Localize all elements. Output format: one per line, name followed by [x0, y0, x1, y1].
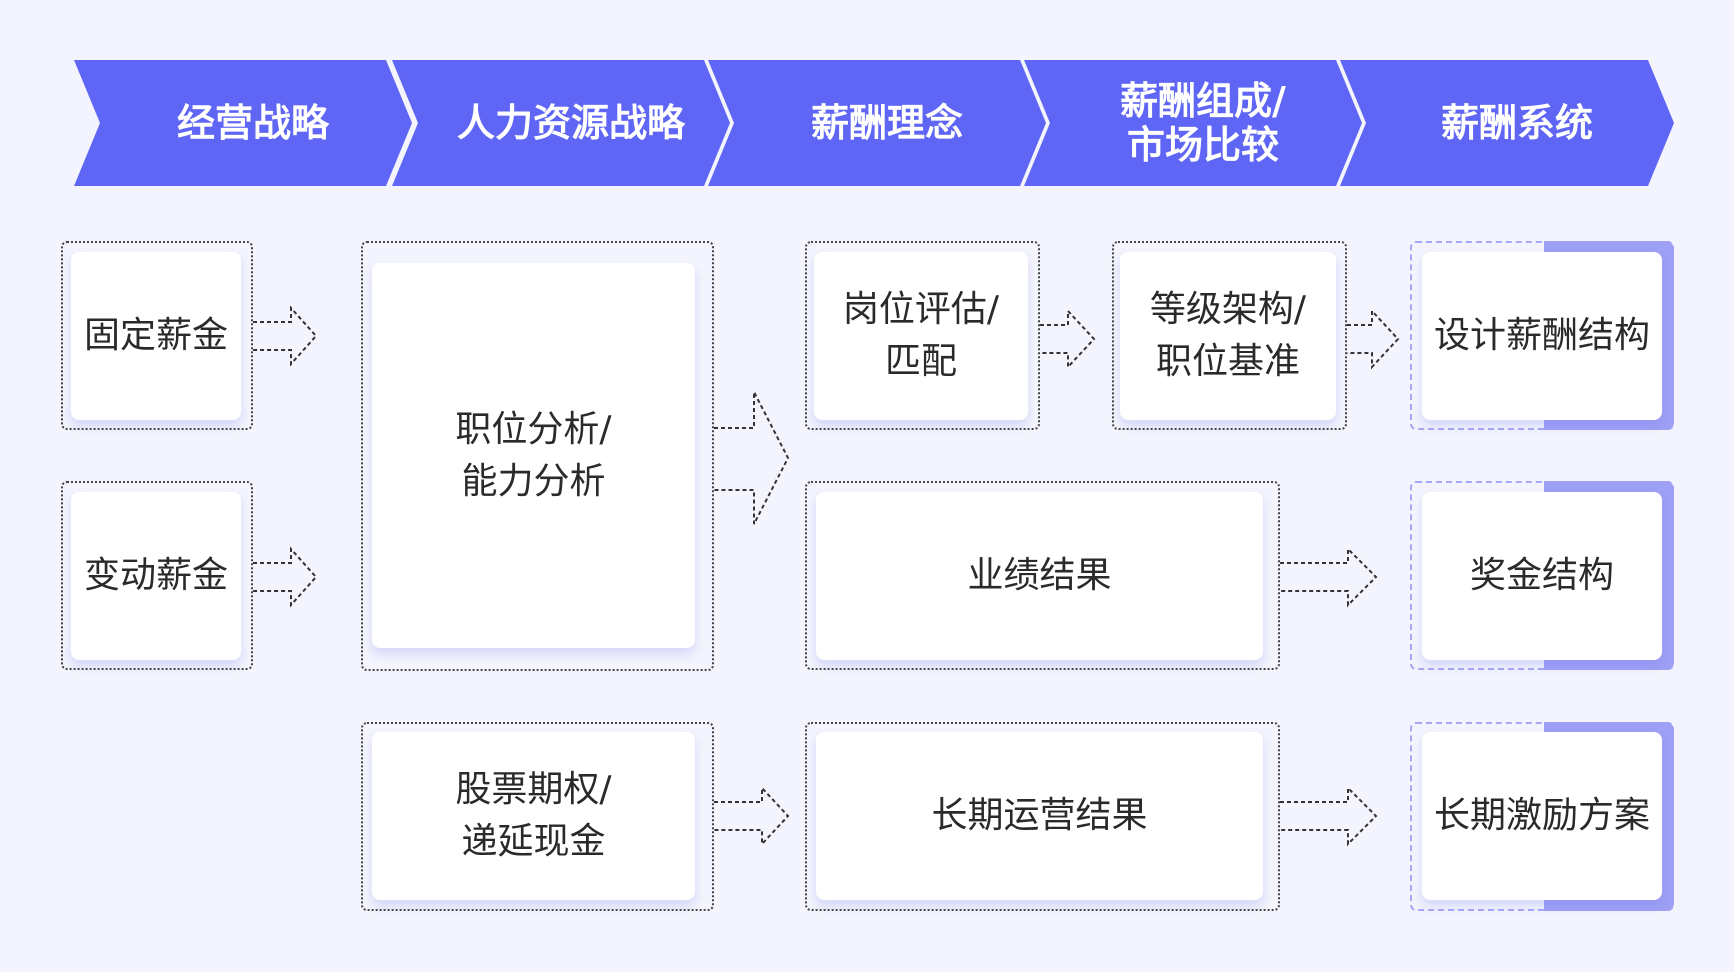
header-step-label: 薪酬理念: [810, 101, 963, 145]
header-step-label: 经营战略: [176, 101, 329, 145]
grade-structure-box: 等级架构/ 职位基准: [1120, 252, 1336, 420]
fixed-pay-box: 固定薪金: [71, 252, 241, 420]
arrow-performance-to-bonus: [1280, 546, 1378, 608]
arrow-stock-to-long-term: [714, 785, 790, 847]
long-term-incentive-label: 长期激励方案: [1433, 795, 1650, 836]
arrow-fixed-to-job-analysis: [253, 305, 318, 367]
arrow-grade-to-pay-structure: [1347, 308, 1400, 370]
performance-result-frame: [805, 481, 1280, 670]
arrow-job-analysis-to-process: [714, 391, 790, 525]
performance-result-box: 业绩结果: [816, 492, 1263, 660]
bonus-structure-label: 奖金结构: [1469, 555, 1614, 596]
variable-pay-box: 变动薪金: [71, 492, 241, 660]
header-step-label: 薪酬系统: [1440, 101, 1593, 145]
arrow-evaluation-to-grade: [1040, 308, 1096, 370]
header-step-label: 人力资源战略: [456, 101, 685, 145]
job-evaluation-box: 岗位评估/ 匹配: [814, 252, 1028, 420]
arrow-variable-to-job-analysis: [253, 546, 318, 608]
long-term-result-frame: [805, 722, 1280, 911]
variable-pay-frame: [61, 481, 253, 670]
long-term-incentive-box: 长期激励方案: [1422, 732, 1662, 900]
stock-options-box: 股票期权/ 递延现金: [372, 732, 695, 900]
performance-result-label: 业绩结果: [967, 555, 1112, 596]
variable-pay-label: 变动薪金: [83, 555, 228, 596]
header-step-pay-mix-market: 薪酬组成/ 市场比较: [1024, 60, 1362, 186]
job-analysis-box: 职位分析/ 能力分析: [372, 263, 695, 648]
pay-structure-label: 设计薪酬结构: [1433, 315, 1650, 356]
job-analysis-label: 职位分析/ 能力分析: [455, 408, 612, 502]
job-evaluation-frame: [805, 241, 1040, 430]
grade-structure-frame: [1112, 241, 1347, 430]
long-term-result-box: 长期运营结果: [816, 732, 1263, 900]
stock-options-label: 股票期权/ 递延现金: [455, 769, 612, 862]
job-analysis-frame: [361, 241, 714, 671]
long-term-result-label: 长期运营结果: [931, 795, 1148, 836]
stock-options-frame: [361, 722, 714, 911]
header-step-business-strategy: 经营战略: [74, 60, 412, 186]
header-step-hr-strategy: 人力资源战略: [392, 60, 730, 186]
bonus-structure-box: 奖金结构: [1422, 492, 1662, 660]
header-step-pay-philosophy: 薪酬理念: [708, 60, 1046, 186]
header-step-label: 薪酬组成/ 市场比较: [1120, 79, 1286, 167]
arrow-long-term-to-incentive: [1280, 785, 1378, 847]
fixed-pay-label: 固定薪金: [83, 315, 228, 356]
fixed-pay-frame: [61, 241, 253, 430]
grade-structure-label: 等级架构/ 职位基准: [1149, 289, 1307, 382]
pay-structure-box: 设计薪酬结构: [1422, 252, 1662, 420]
header-step-pay-system: 薪酬系统: [1340, 60, 1674, 186]
job-evaluation-label: 岗位评估/ 匹配: [842, 289, 1000, 382]
